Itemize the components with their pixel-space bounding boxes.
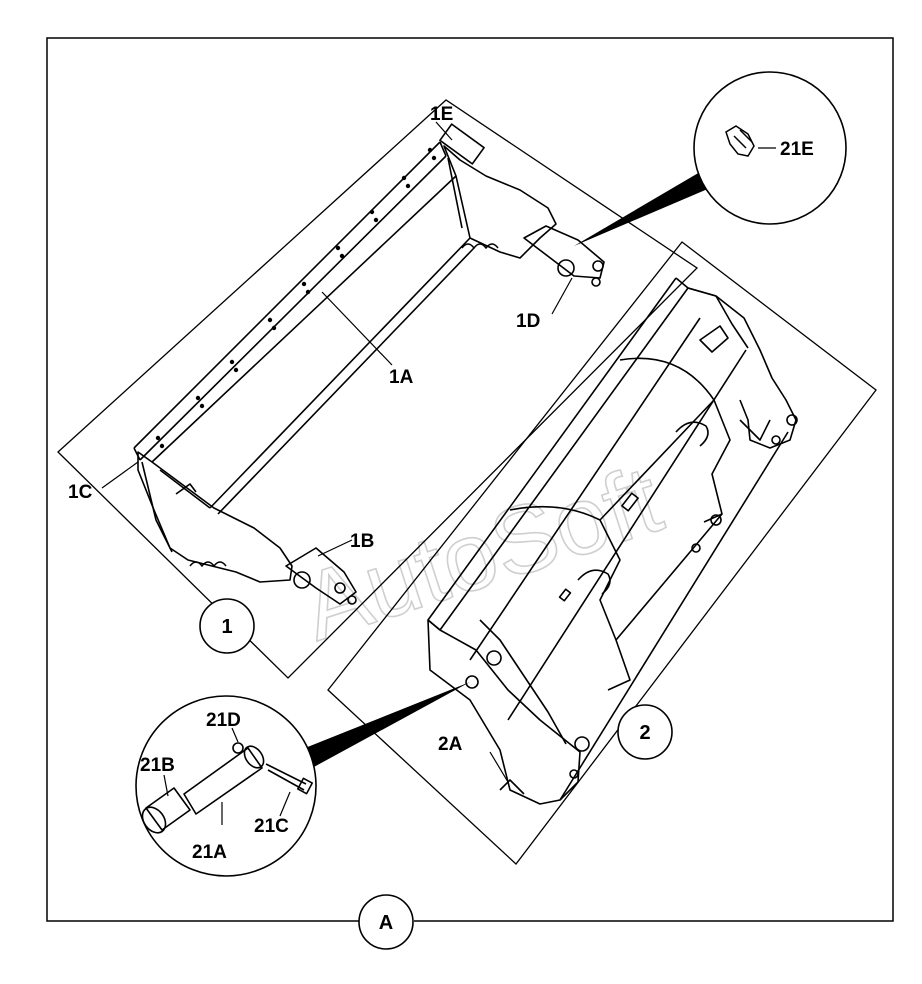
frame-label-A: A: [379, 912, 393, 934]
callout-1-circle: [199, 598, 255, 654]
label-21E: 21E: [780, 139, 814, 160]
detail-21E-pointer: [574, 172, 710, 246]
bucket-2-drawing: [427, 277, 798, 805]
bucket-2-panel: [327, 241, 877, 865]
detail-pin-kit-pointer: [300, 682, 470, 768]
callout-1-number: 1: [221, 616, 232, 638]
label-21B: 21B: [140, 755, 175, 776]
label-21D: 21D: [206, 710, 241, 731]
bucket-1-drawing: [133, 123, 605, 605]
pin-kit-leaders: [163, 727, 291, 825]
label-2A: 2A: [438, 734, 463, 755]
detail-21E-group: 21E: [574, 71, 847, 246]
bucket-1-panel: [57, 99, 699, 679]
bucket-1-group: 1A 1B 1C 1D 1E 1: [57, 99, 699, 679]
bucket-1-leaders: [101, 121, 573, 557]
callout-2-circle: [617, 704, 673, 760]
label-21C: 21C: [254, 816, 289, 837]
label-1E: 1E: [430, 104, 453, 125]
callout-2-number: 2: [639, 722, 650, 744]
grease-fitting-icon: [725, 125, 755, 157]
leader-2A: [489, 751, 509, 783]
pin-kit-icon: [141, 742, 314, 834]
label-1B: 1B: [350, 531, 374, 552]
detail-pin-kit-circle: [135, 695, 317, 877]
bucket-2-group: 2A 2: [327, 241, 877, 865]
label-1A: 1A: [389, 367, 414, 388]
outer-frame: [46, 37, 894, 922]
label-1D: 1D: [516, 311, 540, 332]
detail-pin-kit-group: 21A 21B 21C 21D: [135, 682, 470, 877]
label-1C: 1C: [68, 482, 93, 503]
frame-label-circle: [358, 894, 414, 950]
label-21A: 21A: [192, 842, 227, 863]
